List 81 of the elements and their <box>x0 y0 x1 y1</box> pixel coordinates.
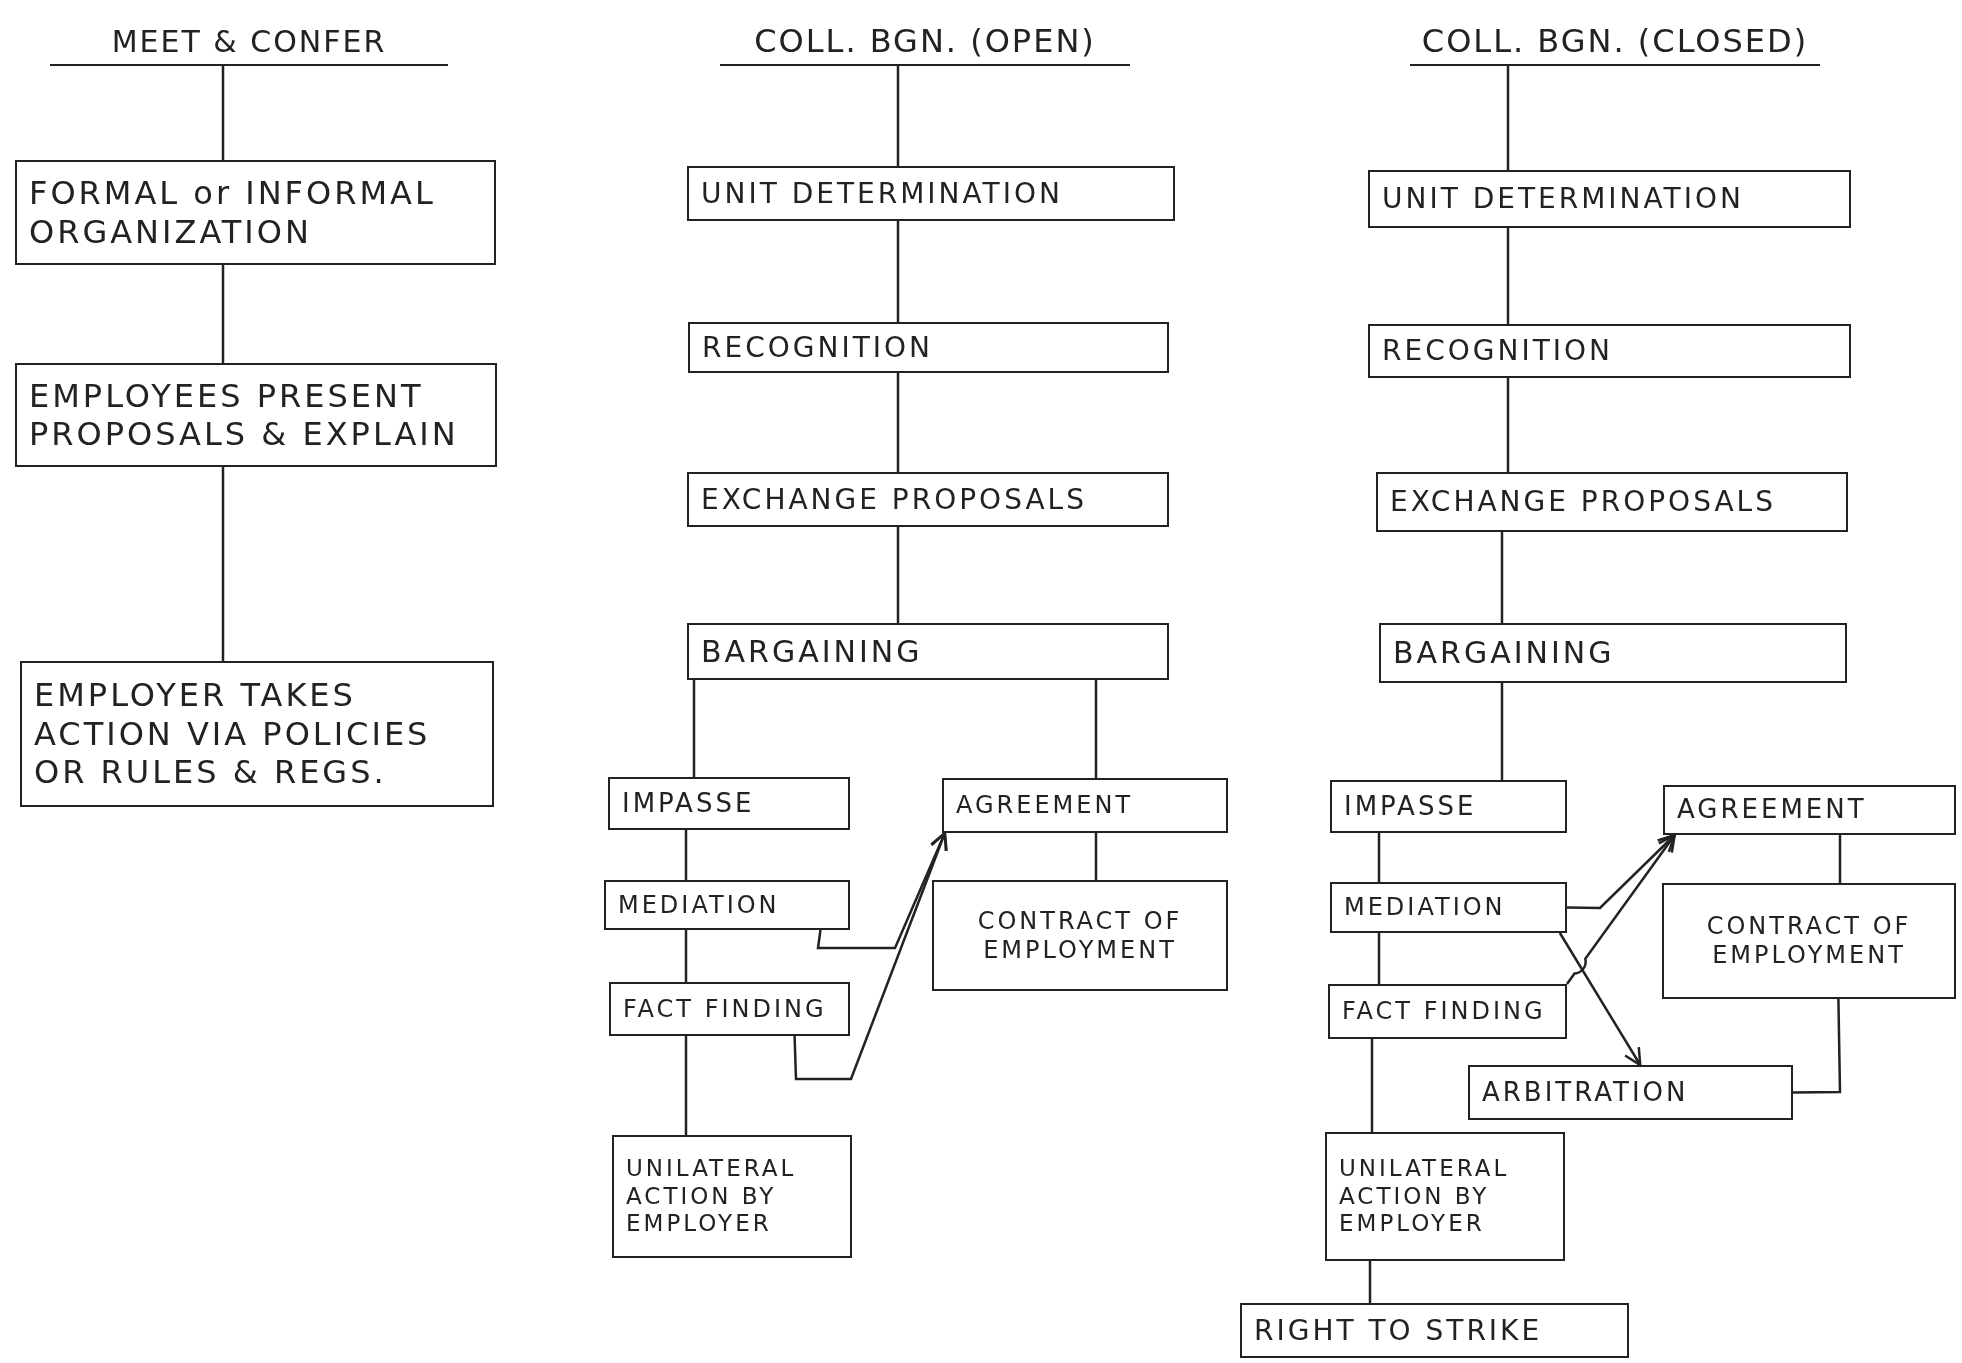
box-label: AGREEMENT <box>1677 794 1867 826</box>
process-box <box>1368 324 1851 378</box>
process-box <box>1376 472 1848 532</box>
box-label: MEET & CONFER <box>111 24 387 60</box>
box-label: COLL. BGN. (OPEN) <box>754 21 1096 60</box>
box-label: EMPLOYEES PRESENT PROPOSALS & EXPLAIN <box>29 376 460 454</box>
box-label: CONTRACT OF EMPLOYMENT <box>1705 912 1913 970</box>
process-box <box>687 623 1169 680</box>
connector-line <box>1838 835 1842 883</box>
process-box <box>1379 623 1847 683</box>
box-label: RECOGNITION <box>1382 334 1613 368</box>
process-box <box>1663 785 1956 835</box>
process-box <box>609 982 850 1036</box>
box-label: UNIT DETERMINATION <box>1382 182 1744 216</box>
arrow <box>793 831 948 1081</box>
process-box <box>1662 883 1956 999</box>
process-box <box>15 160 496 265</box>
box-label: AGREEMENT <box>956 791 1134 820</box>
connector-line <box>1500 683 1504 780</box>
process-box <box>608 777 850 830</box>
process-box <box>1240 1303 1629 1358</box>
process-box <box>1330 780 1567 833</box>
connector-line <box>221 265 225 363</box>
connector-line <box>684 830 688 880</box>
process-box <box>932 880 1228 991</box>
arrow <box>1566 833 1676 910</box>
box-label: MEDIATION <box>1344 893 1506 922</box>
connector-line <box>1377 933 1381 984</box>
box-label: UNIT DETERMINATION <box>701 176 1063 211</box>
connector-line <box>221 467 225 661</box>
box-label: RIGHT TO STRIKE <box>1254 1313 1543 1348</box>
connector-line <box>896 527 900 623</box>
process-box <box>604 880 850 930</box>
connector-line <box>896 221 900 322</box>
connector-line <box>1506 66 1510 170</box>
box-label: RECOGNITION <box>702 330 933 365</box>
box-label: FACT FINDING <box>1342 997 1546 1026</box>
arrow <box>1558 932 1642 1067</box>
box-label: UNILATERAL ACTION BY EMPLOYER <box>1339 1155 1511 1238</box>
process-box <box>1328 984 1567 1039</box>
box-label: BARGAINING <box>1393 635 1615 671</box>
connector-line <box>221 66 225 160</box>
box-label: EXCHANGE PROPOSALS <box>701 482 1087 517</box>
box-label: UNILATERAL ACTION BY EMPLOYER <box>626 1155 798 1238</box>
process-box <box>612 1135 852 1258</box>
box-label: FACT FINDING <box>623 994 827 1024</box>
box-label: IMPASSE <box>622 787 755 820</box>
process-box <box>1468 1065 1793 1120</box>
connector-line <box>1094 833 1098 880</box>
connector-line <box>896 66 900 166</box>
box-label: EXCHANGE PROPOSALS <box>1390 485 1776 519</box>
box-label: MEDIATION <box>618 890 780 920</box>
process-box <box>688 322 1169 373</box>
box-label: BARGAINING <box>701 633 923 670</box>
connector-line <box>1370 1039 1374 1132</box>
connector-line <box>684 930 688 982</box>
box-label: IMPASSE <box>1344 790 1477 823</box>
process-box <box>15 363 497 467</box>
connector-line <box>1506 228 1510 324</box>
process-box <box>1368 170 1851 228</box>
process-box <box>20 661 494 807</box>
arrow <box>1566 833 1676 985</box>
process-box <box>942 778 1228 833</box>
connector-line <box>1500 532 1504 623</box>
connector-line <box>896 373 900 472</box>
connector-line <box>692 680 696 777</box>
box-label: FORMAL or INFORMAL ORGANIZATION <box>29 174 437 251</box>
process-box <box>687 166 1175 221</box>
connector-line <box>1377 833 1381 882</box>
connector-line <box>1368 1261 1372 1303</box>
connector-line <box>1094 680 1098 778</box>
box-label: EMPLOYER TAKES ACTION VIA POLICIES OR RULES & REGS. <box>34 676 432 792</box>
process-box <box>1330 882 1567 933</box>
connector-line <box>1506 378 1510 472</box>
box-label: ARBITRATION <box>1482 1076 1689 1109</box>
connector-line <box>1793 998 1842 1094</box>
box-label: CONTRACT OF EMPLOYMENT <box>976 906 1184 965</box>
box-label: COLL. BGN. (CLOSED) <box>1421 21 1809 60</box>
process-box <box>1325 1132 1565 1261</box>
connector-line <box>684 1036 688 1135</box>
process-box <box>687 472 1169 527</box>
